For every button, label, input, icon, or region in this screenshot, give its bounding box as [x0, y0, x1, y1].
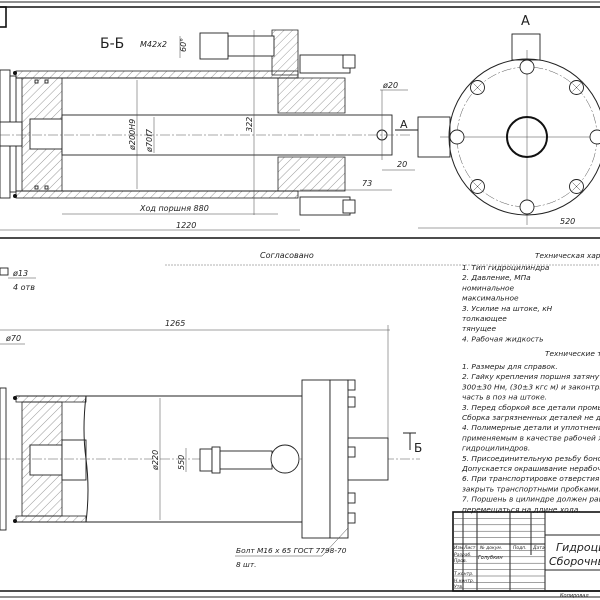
section-title: Б-Б [100, 36, 124, 52]
flange-bolt-icon [470, 179, 485, 194]
stroke-label: Ход поршня 880 [139, 204, 209, 213]
note-line: 4. Полимерные детали и уплотнения, работ… [462, 423, 600, 432]
note-line: толкающее [462, 314, 507, 323]
flange-bolt-icon [589, 129, 600, 145]
title-block-header: № докум. [479, 545, 502, 551]
note-line: 1. Размеры для справок. [462, 362, 558, 371]
note-line: Сборка загрязненных деталей не допускает… [462, 413, 600, 422]
angle-label: 60° [179, 38, 188, 52]
height-322-label: 322 [245, 117, 254, 132]
eye-550-label: 550 [177, 455, 186, 470]
bolt-head-icon [347, 446, 356, 458]
width-520-label: 520 [560, 217, 575, 226]
bolt-count: 8 шт. [236, 560, 256, 569]
tech-requirements-title: Технические требования [545, 349, 600, 358]
title-block-role: Утв. [454, 584, 463, 590]
thread-label: M42x2 [140, 40, 167, 49]
section-view: Б-Б M42x2 60° ø200H9 [0, 29, 420, 231]
note-line: 5. Присоединительную резьбу бонок окраси… [462, 454, 600, 463]
title-block-role: Пров. [454, 558, 467, 564]
bolt-head-icon [347, 396, 356, 408]
flange-bolt-icon [449, 129, 465, 145]
note-line: перемещаться на длине хода. [462, 505, 581, 514]
end-view: А 520 [417, 14, 600, 229]
offset-20-label: 20 [397, 160, 407, 169]
note-line: 2. Гайку крепления поршня затянуть момен… [462, 372, 600, 381]
note-line: 1. Тип гидроцилиндра [462, 263, 550, 272]
flange-bolt-icon [519, 199, 535, 215]
note-line: применяемым в качестве рабочей жидкости [462, 433, 600, 442]
note-line: гидроцилиндров. [462, 444, 530, 453]
note-line: тянущее [462, 324, 496, 333]
left-fragment: ø13 4 отв [0, 267, 36, 292]
pin-hole-label: ø20 [382, 81, 398, 90]
developer-name: Голубкин [478, 555, 503, 561]
note-line: 300±30 Нм, (30±3 кгс м) и законтрить [462, 382, 600, 391]
bolt-head-icon [347, 512, 356, 524]
note-line: максимальное [462, 294, 519, 303]
length-1220-label: 1220 [176, 221, 196, 230]
side-rod-label: ø70 [5, 334, 21, 343]
note-line: 3. Перед сборкой все детали промыть. [462, 403, 600, 412]
title-block-role: Разраб. [454, 552, 472, 558]
note-line: 2. Давление, МПа [462, 273, 531, 282]
note-line: Допускается окрашивание нерабочей поверх… [461, 464, 600, 473]
note-line: 6. При транспортировке отверстия [462, 474, 600, 483]
end-view-title: А [521, 14, 530, 29]
offset-73-label: 73 [362, 179, 372, 188]
note-line: 4. Рабочая жидкость [462, 334, 543, 343]
approval-label: Согласовано [260, 251, 314, 260]
drawing-name-line1: Гидроцилиндр [556, 541, 600, 554]
note-line: часть в поз на штоке. [462, 393, 547, 402]
copied-label: Копировал [560, 593, 589, 599]
title-block-role: Н.контр. [454, 578, 474, 584]
hole-label: ø13 [12, 269, 28, 278]
overall-1265-label: 1265 [165, 319, 185, 328]
bolt-head-icon [347, 492, 356, 504]
section-mark-b: Б [414, 441, 422, 455]
section-mark-a: А [400, 118, 408, 131]
side-view: 1265 ø70 ø220 550 Б Болт М16 х 65 ГОСТ 7… [0, 319, 422, 569]
title-block-role: Т.контр. [454, 571, 474, 577]
note-line: закрыть транспортными пробками. [462, 484, 600, 493]
bolt-head-icon [347, 379, 356, 391]
note-line: 3. Усилие на штоке, кН [462, 304, 553, 313]
flange-bolt-icon [569, 80, 584, 95]
tube-diameter-label: ø220 [151, 450, 160, 471]
title-block-header: Подп. [513, 545, 527, 551]
bolt-note: Болт М16 х 65 ГОСТ 7798-70 [236, 546, 347, 555]
title-block-header: Изм [454, 545, 464, 551]
title-block-header: Дата [532, 545, 545, 551]
title-block-header: Лист [463, 545, 476, 551]
flange-bolt-icon [569, 179, 584, 194]
note-line: 7. Поршень в цилиндре должен равномерно [462, 495, 600, 504]
tech-characteristics: Техническая характеристика 1. Тип гидроц… [461, 251, 600, 514]
bore-diameter-label: ø200H9 [128, 119, 137, 151]
hole-count-label: 4 отв [13, 283, 35, 292]
flange-bolt-icon [519, 59, 535, 75]
tech-characteristics-title: Техническая характеристика [535, 251, 600, 260]
note-line: номинальное [462, 283, 515, 292]
rod-diameter-label: ø70f7 [145, 128, 154, 153]
flange-bolt-icon [470, 80, 485, 95]
drawing-name-line2: Сборочный чертеж [549, 555, 600, 568]
